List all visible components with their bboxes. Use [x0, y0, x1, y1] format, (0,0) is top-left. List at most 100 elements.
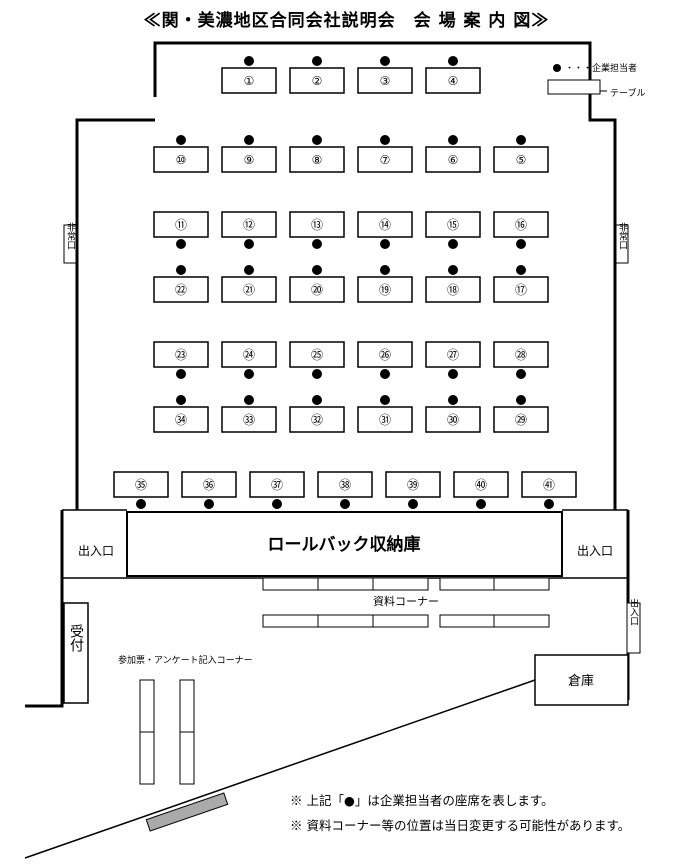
- storage-label: ロールバック収納庫: [268, 534, 421, 555]
- staff-seat-dot: [380, 369, 390, 379]
- table-box: [425, 276, 481, 303]
- table-number: ㉓: [175, 348, 187, 362]
- table-number: ⑬: [311, 218, 323, 232]
- company-table: ㊴: [385, 471, 441, 509]
- table-number: ㉗: [447, 348, 459, 362]
- table-box: [357, 146, 413, 173]
- staff-seat-dot: [176, 369, 186, 379]
- staff-seat-dot: [244, 369, 254, 379]
- staff-seat-dot: [176, 135, 186, 145]
- table-box: [385, 471, 441, 498]
- company-table: ⑬: [289, 211, 345, 249]
- staff-seat-dot: [476, 499, 486, 509]
- table-box: [357, 341, 413, 368]
- materials-table: [493, 577, 550, 591]
- staff-seat-dot: [448, 395, 458, 405]
- table-box: [317, 471, 373, 498]
- company-table: ⑪: [153, 211, 209, 249]
- note-materials: ※ 資料コーナー等の位置は当日変更する可能性があります。: [290, 818, 631, 833]
- table-number: ㉜: [311, 413, 323, 427]
- survey-table: [139, 731, 155, 785]
- company-table: ⑥: [425, 135, 481, 173]
- company-table: ⑱: [425, 265, 481, 303]
- staff-seat-dot: [244, 239, 254, 249]
- company-table: ⑳: [289, 265, 345, 303]
- page-title: ≪関・美濃地区合同会社説明会会 場 案 内 図≫: [0, 6, 693, 31]
- table-box: [153, 276, 209, 303]
- emergency-exit-left-label: 非常口: [65, 221, 76, 249]
- table-number: ⑤: [516, 153, 527, 167]
- materials-table: [317, 614, 374, 628]
- table-box: [357, 211, 413, 238]
- staff-seat-dot: [244, 265, 254, 275]
- legend-dot: [553, 64, 561, 72]
- table-box: [289, 211, 345, 238]
- company-table: ㉜: [289, 395, 345, 433]
- company-table: ㉘: [493, 341, 549, 379]
- table-number: ⑲: [379, 283, 391, 297]
- company-table: ㉝: [221, 395, 277, 433]
- staff-seat-dot: [176, 239, 186, 249]
- materials-table: [262, 577, 319, 591]
- table-number: ㊶: [543, 478, 555, 492]
- table-number: ⑩: [176, 153, 187, 167]
- staff-seat-dot: [516, 369, 526, 379]
- table-number: ㉑: [243, 283, 255, 297]
- table-box: [425, 67, 481, 94]
- title-suffix: 会 場 案 内 図≫: [413, 11, 550, 31]
- company-table: ㉒: [153, 265, 209, 303]
- company-table: ③: [357, 56, 413, 94]
- table-box: [249, 471, 305, 498]
- staff-seat-dot: [448, 56, 458, 66]
- table-number: ㉔: [243, 348, 255, 362]
- table-box: [453, 471, 509, 498]
- survey-label: 参加票・アンケート記入コーナー: [118, 654, 253, 666]
- materials-tables: [262, 577, 550, 628]
- exit-right-label: 出入口: [577, 544, 613, 558]
- table-box: [221, 341, 277, 368]
- table-box: [289, 341, 345, 368]
- table-number: ⑫: [243, 218, 255, 232]
- table-box: [493, 146, 549, 173]
- company-table: ①: [221, 56, 277, 94]
- company-table: ㊶: [521, 471, 577, 509]
- staff-seat-dot: [448, 369, 458, 379]
- survey-tables: [139, 679, 195, 785]
- staff-seat-dot: [380, 395, 390, 405]
- entrance-ramp: [24, 679, 536, 859]
- company-table: ㉞: [153, 395, 209, 433]
- table-number: ⑯: [515, 218, 527, 232]
- company-table: ④: [425, 56, 481, 94]
- table-box: [425, 211, 481, 238]
- emergency-exit-left-box: [63, 224, 77, 264]
- warehouse-label: 倉庫: [568, 674, 594, 689]
- table-box: [493, 406, 549, 433]
- company-table: ㉙: [493, 395, 549, 433]
- staff-seat-dot: [312, 239, 322, 249]
- table-box: [357, 67, 413, 94]
- table-number: ㉖: [379, 348, 391, 362]
- staff-seat-dot: [516, 265, 526, 275]
- survey-table: [139, 679, 155, 733]
- table-box: [425, 146, 481, 173]
- company-table: ②: [289, 56, 345, 94]
- company-table: ㊵: [453, 471, 509, 509]
- staff-seat-dot: [340, 499, 350, 509]
- staff-seat-dot: [544, 499, 554, 509]
- table-number: ③: [380, 74, 391, 88]
- materials-table: [372, 577, 429, 591]
- table-number: ㉛: [379, 413, 391, 427]
- company-table: ⑨: [221, 135, 277, 173]
- reception-box: [63, 602, 89, 704]
- legend-staff-label: ・・・企業担当者: [565, 62, 637, 74]
- company-table: ⑧: [289, 135, 345, 173]
- company-table: ㉔: [221, 341, 277, 379]
- table-number: ⑮: [447, 218, 459, 232]
- staff-seat-dot: [380, 265, 390, 275]
- table-number: ⑥: [448, 153, 459, 167]
- materials-table: [439, 577, 495, 591]
- table-number: ⑧: [312, 153, 323, 167]
- lobby-wall-left: [25, 510, 64, 708]
- table-box: [221, 67, 277, 94]
- side-exit-label: 出入口: [628, 597, 639, 625]
